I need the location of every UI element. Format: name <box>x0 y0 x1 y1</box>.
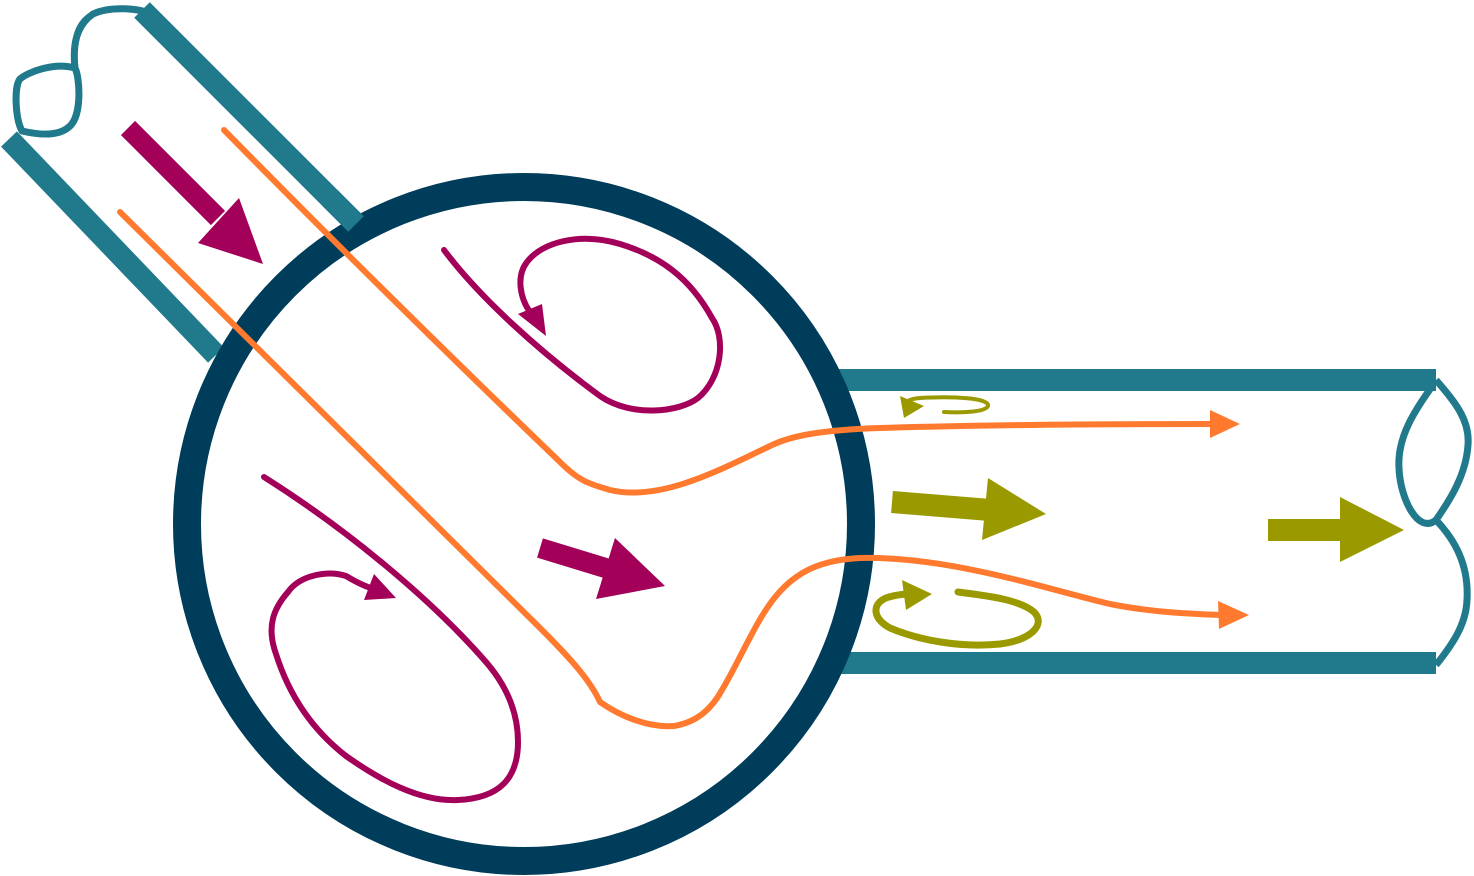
inlet-flow-arrow <box>120 120 263 264</box>
inlet-flow-arrow-head <box>198 198 263 264</box>
chamber-wall <box>173 173 875 875</box>
upper-vortex-arrowhead <box>518 304 546 336</box>
lower-vortex-arrowhead <box>364 574 396 600</box>
lower-vortex <box>261 474 521 804</box>
upper-streamline-path <box>221 127 1215 496</box>
inlet-flow-arrow-shaft <box>120 120 226 226</box>
lower-streamline-arrowhead <box>1218 601 1249 629</box>
upper-streamline-arrowhead <box>1210 410 1240 438</box>
outlet-flow-arrow-near-head <box>982 478 1046 540</box>
chamber-flow-arrow <box>537 538 665 599</box>
inlet-pipe-upper-wall <box>134 2 364 232</box>
outlet-lower-vortex-arrowhead <box>902 580 932 610</box>
upper-streamline <box>221 127 1240 496</box>
outlet-flow-arrow-near <box>891 478 1046 540</box>
outlet-lower-vortex-path <box>872 588 1042 649</box>
outlet-upper-vortex <box>900 395 990 418</box>
lower-vortex-path <box>261 474 521 804</box>
lower-streamline-path <box>117 209 1225 730</box>
chamber-flow-arrow-head <box>596 538 665 599</box>
lower-streamline <box>117 209 1249 730</box>
outlet-pipe-cut-end <box>1395 377 1472 668</box>
chamber-flow-arrow-shaft <box>537 538 615 580</box>
inlet-pipe-cut-end <box>12 5 152 138</box>
outlet-flow-arrow-far-head <box>1340 497 1404 562</box>
outlet-flow-arrow-near-shaft <box>891 491 991 521</box>
outlet-pipe <box>835 369 1472 674</box>
outlet-upper-vortex-arrowhead <box>900 396 924 418</box>
inlet-pipe-upper-wall-join <box>322 190 364 232</box>
outlet-flow-arrow-far <box>1268 497 1404 562</box>
spherical-chamber <box>173 173 875 875</box>
upper-vortex-path <box>441 235 724 414</box>
outlet-lower-vortex <box>872 580 1042 649</box>
upper-vortex <box>441 235 724 414</box>
inlet-pipe <box>1 2 364 363</box>
inlet-pipe-lower-wall <box>1 131 224 363</box>
